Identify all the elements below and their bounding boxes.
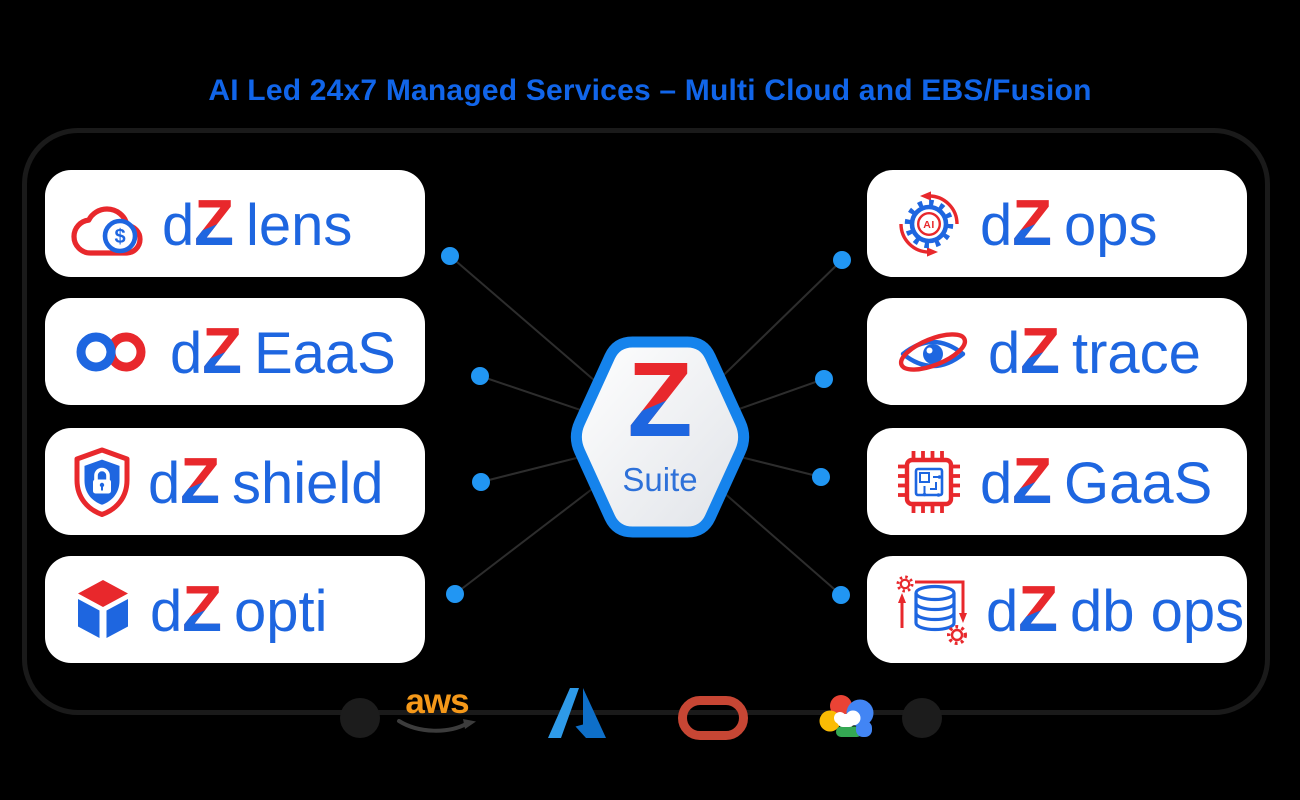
service-name: EaaS	[253, 321, 396, 387]
ai-gear-icon: AI	[893, 188, 965, 260]
ai-glyph: AI	[923, 219, 935, 231]
service-name: trace	[1071, 321, 1201, 387]
shield-lock-icon	[71, 446, 133, 518]
dollar-glyph: $	[114, 226, 125, 248]
decorative-dot	[340, 698, 380, 738]
connector-dot	[472, 473, 490, 491]
page-title: AI Led 24x7 Managed Services – Multi Clo…	[208, 74, 1092, 107]
connector-dot	[812, 468, 830, 486]
suite-hexagon-shape	[570, 336, 750, 538]
google-cloud-logo-icon	[819, 695, 874, 737]
aws-smile-icon	[397, 719, 476, 733]
connector-dot	[833, 251, 851, 269]
infinity-icon	[71, 324, 155, 380]
eye-orbit-icon	[893, 319, 973, 385]
service-name: ops	[1063, 193, 1158, 259]
cube-icon	[71, 576, 135, 644]
azure-logo-icon	[548, 688, 606, 738]
chip-icon	[893, 446, 965, 518]
connector-dot	[446, 585, 464, 603]
decorative-dot	[902, 698, 942, 738]
suite-label: Suite	[622, 461, 698, 498]
oracle-logo-icon	[678, 696, 748, 740]
service-name: shield	[231, 451, 384, 517]
aws-wordmark: aws	[405, 682, 469, 721]
database-gears-icon	[893, 574, 971, 646]
service-name: db ops	[1069, 579, 1245, 645]
cloud-dollar-icon: $	[71, 192, 147, 256]
service-name: opti	[233, 579, 328, 645]
connector-dot	[471, 367, 489, 385]
connector-dots	[441, 247, 851, 604]
connector-dot	[441, 247, 459, 265]
service-name: lens	[245, 193, 353, 259]
service-name: GaaS	[1063, 451, 1213, 517]
connector-dot	[815, 370, 833, 388]
aws-logo-icon: aws	[393, 684, 481, 740]
connector-dot	[832, 586, 850, 604]
outer-frame	[22, 128, 1270, 715]
